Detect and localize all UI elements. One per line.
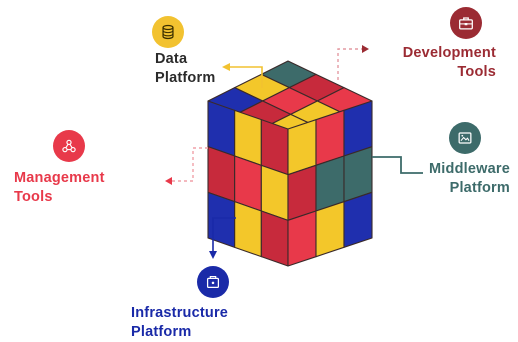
data-platform-line2: Platform bbox=[155, 70, 216, 86]
rubiks-cube bbox=[207, 60, 373, 267]
middleware-platform-line2: Platform bbox=[449, 180, 510, 196]
cube-left-cell bbox=[234, 201, 262, 258]
database-icon bbox=[162, 24, 174, 40]
data-platform-label: Data Platform bbox=[155, 50, 215, 88]
data-platform-line1: Data bbox=[155, 51, 188, 67]
connector-management bbox=[165, 147, 208, 185]
connector-development bbox=[337, 45, 369, 80]
middleware-platform-icon-circle bbox=[449, 122, 481, 154]
development-tools-line2: Tools bbox=[457, 64, 496, 80]
connector-data bbox=[222, 63, 263, 88]
infrastructure-platform-line2: Platform bbox=[131, 324, 192, 340]
cube-right-cell bbox=[287, 210, 317, 267]
cube-right-cell bbox=[343, 191, 373, 248]
data-platform-icon-circle bbox=[152, 16, 184, 48]
network-nodes-icon bbox=[62, 139, 76, 153]
development-tools-label: Development Tools bbox=[403, 44, 496, 82]
development-tools-line1: Development bbox=[402, 45, 496, 61]
infrastructure-platform-label: Infrastructure Platform bbox=[131, 304, 228, 342]
toolbox-icon bbox=[459, 17, 473, 30]
management-tools-line2: Tools bbox=[14, 189, 53, 205]
management-tools-icon-circle bbox=[53, 130, 85, 162]
cube-left-cell bbox=[207, 191, 236, 248]
middleware-platform-label: Middleware Platform bbox=[429, 160, 510, 198]
management-tools-label: Management Tools bbox=[14, 169, 105, 207]
middleware-platform-line1: Middleware bbox=[429, 161, 510, 177]
cube-left-cell bbox=[260, 210, 289, 267]
server-box-icon bbox=[206, 276, 220, 289]
connector-middleware bbox=[372, 156, 423, 174]
image-window-icon bbox=[458, 132, 472, 144]
infrastructure-platform-icon-circle bbox=[197, 266, 229, 298]
cube-right-cell bbox=[315, 201, 345, 258]
infrastructure-platform-line1: Infrastructure bbox=[131, 305, 229, 321]
development-tools-icon-circle bbox=[450, 7, 482, 39]
connector-infrastructure bbox=[209, 217, 236, 259]
management-tools-line1: Management bbox=[14, 170, 105, 186]
